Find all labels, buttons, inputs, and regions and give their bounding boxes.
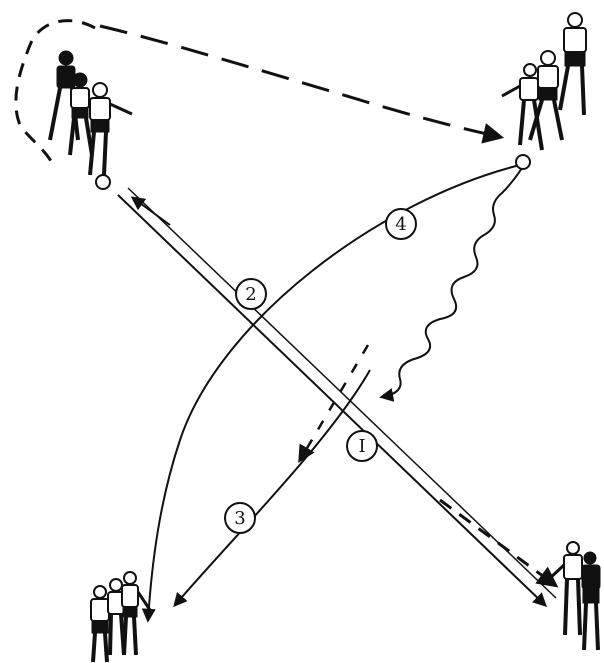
- player-group-bottom-left: [91, 572, 150, 662]
- pass-2-arrow: [133, 198, 170, 225]
- marker-3: 3: [225, 503, 255, 533]
- marker-2: 2: [236, 279, 266, 309]
- dribble-wavy-line: [382, 168, 522, 397]
- player-group-bottom-right: [548, 542, 600, 650]
- player-group-top-left: [50, 51, 132, 189]
- marker-4: 4: [386, 209, 416, 239]
- svg-text:I: I: [358, 436, 365, 457]
- svg-text:4: 4: [395, 214, 406, 235]
- player-group-top-right: [502, 13, 586, 169]
- marker-1: I: [347, 431, 377, 461]
- svg-text:3: 3: [234, 508, 245, 529]
- pass-4-line: [148, 165, 520, 620]
- pass-3-line: [175, 370, 370, 605]
- dashed-run-top: [100, 26, 500, 137]
- svg-text:2: 2: [245, 284, 256, 305]
